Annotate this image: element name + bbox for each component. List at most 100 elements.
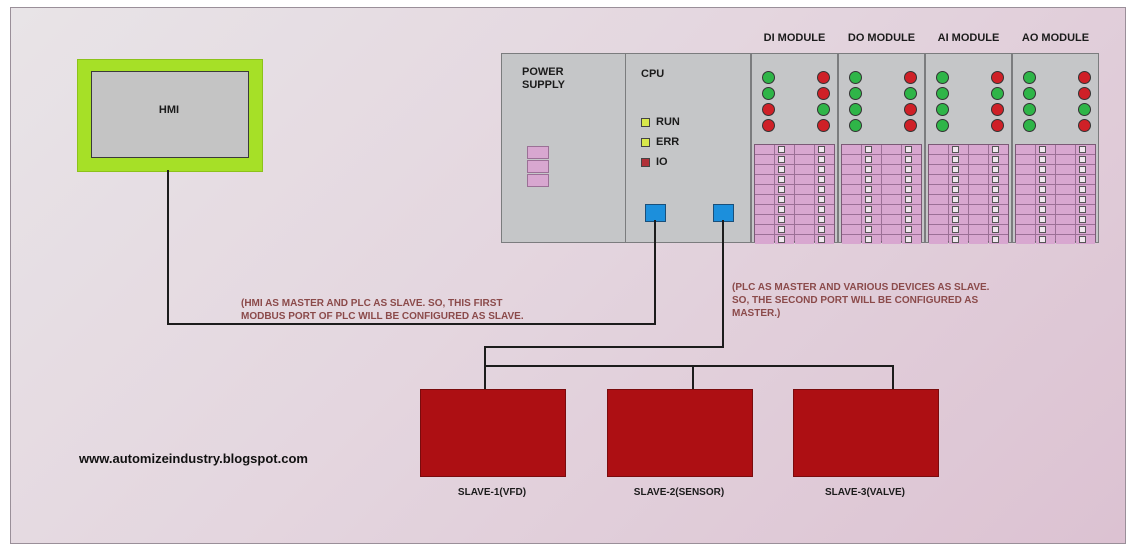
module-title: AO MODULE [1021,32,1090,44]
terminal-cell [1056,235,1075,244]
terminal-cell [862,155,881,164]
terminal-cell [1056,185,1075,194]
terminal-cell [882,195,901,204]
terminal-cell [882,225,901,234]
module-led-icon [936,119,949,132]
power-supply-label: POWER SUPPLY [522,66,566,91]
terminal-cell [1076,165,1095,174]
terminal-cell [969,225,988,234]
module-terminal-grid [841,144,922,244]
module-led-icon [762,87,775,100]
terminal-cell [949,175,968,184]
module-led-icon [817,71,830,84]
terminal-cell [1016,225,1035,234]
terminal-cell [1016,205,1035,214]
hmi-link-note: (HMI AS MASTER AND PLC AS SLAVE. SO, THI… [241,298,524,322]
terminal-cell [775,155,794,164]
terminal-cell [1036,155,1055,164]
hmi-label: HMI [158,104,180,116]
module-led-icon [762,119,775,132]
module-led-icon [1023,87,1036,100]
terminal-cell [949,195,968,204]
hmi-screen [91,71,249,158]
module-terminal-grid [1015,144,1096,244]
terminal-cell [1076,155,1095,164]
module-led-icon [1023,119,1036,132]
terminal-cell [989,205,1008,214]
slave-2-label: SLAVE-2(SENSOR) [633,487,725,498]
terminal-cell [949,205,968,214]
terminal-cell [902,235,921,244]
terminal-cell [862,145,881,154]
terminal-cell [902,195,921,204]
terminal-cell [989,165,1008,174]
terminal-cell [929,195,948,204]
terminal-cell [842,145,861,154]
terminal-cell [755,205,774,214]
terminal-cell [989,235,1008,244]
terminal-cell [755,225,774,234]
terminal-cell [882,175,901,184]
terminal-cell [1036,215,1055,224]
terminal-cell [795,165,814,174]
terminal-cell [842,215,861,224]
terminal-cell [989,185,1008,194]
terminal-cell [882,205,901,214]
module-led-icon [762,71,775,84]
terminal-cell [989,145,1008,154]
terminal-cell [1056,175,1075,184]
terminal-cell [842,235,861,244]
terminal-cell [969,185,988,194]
terminal-cell [755,145,774,154]
terminal-cell [815,155,834,164]
wire-bus-top [484,346,724,348]
wire-slave-3 [892,365,894,389]
wire-hmi-down [167,170,169,324]
terminal-cell [1056,205,1075,214]
terminal-cell [1056,145,1075,154]
terminal-cell [815,205,834,214]
terminal-cell [989,175,1008,184]
wire-bus-slaves [484,365,894,367]
terminal-cell [902,165,921,174]
terminal-cell [842,175,861,184]
terminal-cell [1016,155,1035,164]
terminal-cell [902,175,921,184]
terminal-cell [862,195,881,204]
terminal-cell [755,175,774,184]
terminal-cell [1076,205,1095,214]
terminal-cell [795,215,814,224]
status-indicator-icon [641,117,650,127]
terminal-cell [815,165,834,174]
terminal-cell [1056,155,1075,164]
terminal-cell [882,165,901,174]
terminal-cell [902,185,921,194]
terminal-cell [775,205,794,214]
terminal-cell [842,155,861,164]
wire-port1-up [654,220,656,325]
terminal-cell [862,205,881,214]
module-led-icon [849,87,862,100]
module-led-icon [904,71,917,84]
terminal-cell [775,195,794,204]
terminal-cell [795,235,814,244]
terminal-cell [775,215,794,224]
terminal-cell [949,225,968,234]
terminal-cell [882,215,901,224]
module-led-icon [1023,103,1036,116]
terminal-cell [1036,205,1055,214]
terminal-cell [775,145,794,154]
terminal-cell [1076,195,1095,204]
terminal-cell [929,185,948,194]
module-led-icon [1078,119,1091,132]
terminal-cell [1056,165,1075,174]
terminal-cell [902,145,921,154]
terminal-cell [969,175,988,184]
module-led-icon [817,119,830,132]
module-led-icon [991,71,1004,84]
terminal-cell [929,155,948,164]
terminal-cell [1016,195,1035,204]
terminal-cell [882,185,901,194]
terminal-cell [969,155,988,164]
